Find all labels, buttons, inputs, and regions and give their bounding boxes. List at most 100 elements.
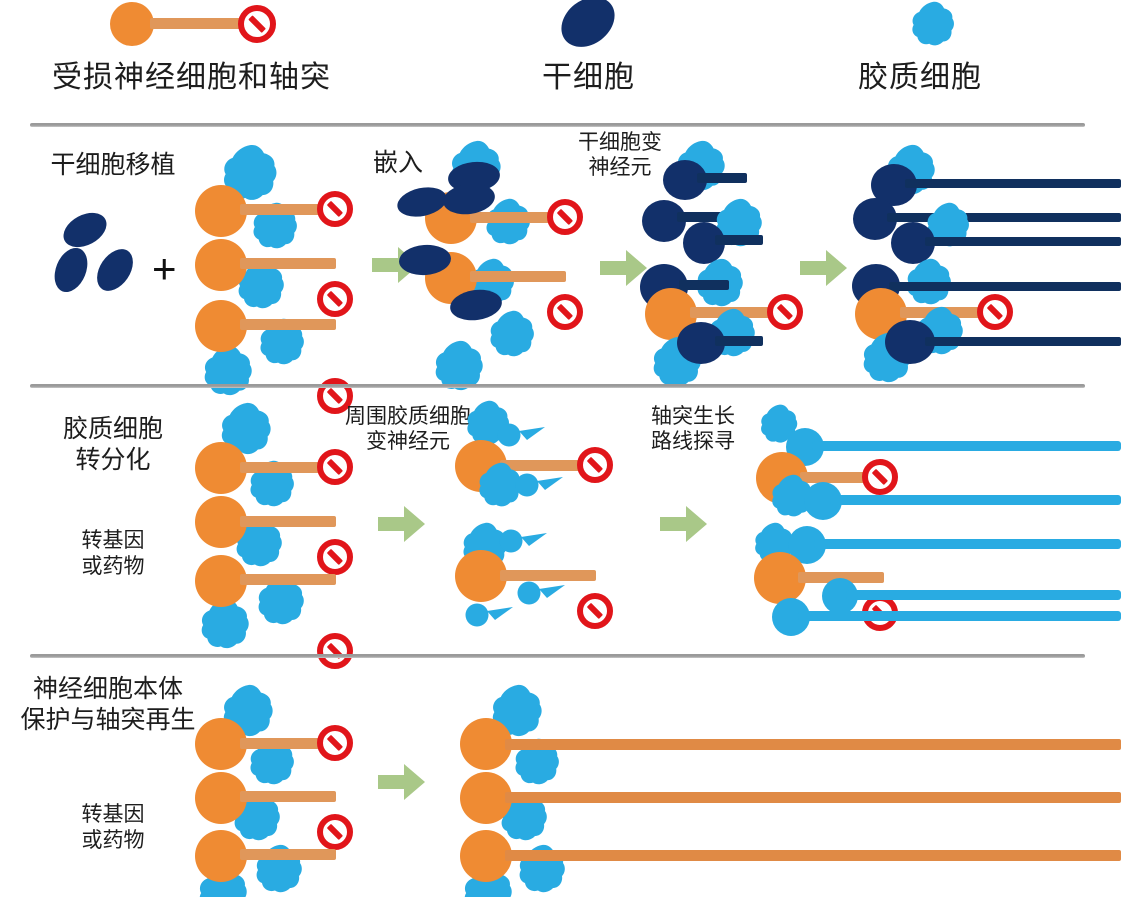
glial-cell-icon: [217, 402, 275, 456]
stem-cell-icon: [551, 0, 625, 58]
legend-label-stem-cell: 干细胞: [542, 61, 635, 94]
legend-item-damaged-neuron: 受损神经细胞和轴突: [52, 0, 380, 105]
new-neuron-axon-stub: [715, 235, 763, 245]
damaged-neuron-axon: [470, 271, 566, 282]
protected-neuron-soma: [460, 830, 512, 882]
regenerated-axon-orange: [505, 850, 1121, 861]
damaged-neuron-axon: [500, 570, 596, 581]
stage-label-stem-cells-become-neurons: 干细胞变 神经元: [578, 131, 662, 180]
new-neuron-axon-stub: [697, 173, 747, 183]
glial-cell-icon: [200, 345, 256, 397]
damaged-neuron-axon: [800, 472, 886, 483]
new-neuron-axon-stub: [679, 280, 729, 290]
damaged-neuron-axon: [240, 204, 336, 215]
legend: 受损神经细胞和轴突 干细胞 胶质细胞: [0, 0, 1121, 110]
glial-cell-icon: [431, 340, 487, 392]
stage-label-embed: 嵌入: [372, 149, 423, 177]
damaged-neuron-soma: [455, 550, 507, 602]
stage-damaged-neurons-blocked: [195, 684, 360, 897]
glial-cell-icon: [903, 258, 955, 306]
damaged-neuron-soma: [195, 830, 247, 882]
stage-axons-regrown-navy: [852, 140, 1121, 383]
protected-neuron-soma: [460, 772, 512, 824]
damaged-neuron-soma: [195, 772, 247, 824]
glial-cell-icon: [233, 518, 285, 568]
damaged-neuron-axon: [240, 849, 336, 860]
stage-damaged-neurons-with-stem-cells: [195, 140, 360, 414]
glial-cell-icon: [475, 462, 525, 508]
glial-cell-icon: [770, 474, 814, 518]
new-neuron-axon-stub: [715, 336, 763, 346]
stem-cell-icon: [89, 242, 141, 298]
stage-stem-cells-embedded: [394, 140, 590, 391]
damaged-neuron-axon: [240, 738, 336, 749]
stage-label-axon-growth-pathfinding: 轴突生长 路线探寻: [651, 405, 735, 454]
row-subtitle-transgene-or-drug: 转基因 或药物: [81, 529, 145, 579]
glial-cell-icon: [923, 202, 973, 248]
stage-damaged-neurons-with-glia: [195, 400, 360, 669]
damaged-neuron-axon: [240, 319, 336, 330]
glial-cell-icon: [487, 310, 537, 358]
damaged-neuron-axon: [240, 516, 336, 527]
glial-cell-icon: [498, 792, 550, 842]
legend-label-damaged-neuron: 受损神经细胞和轴突: [52, 61, 331, 94]
no-entry-icon: [317, 191, 353, 227]
converted-neuron-sprout: [497, 418, 553, 452]
stage-axon-growth-pathfinding: [728, 400, 1121, 640]
legend-item-glial-cell: 胶质细胞: [858, 0, 1065, 105]
stage-axons-regenerated-orange: [460, 684, 1121, 897]
glial-cell-icon: [197, 598, 253, 650]
damaged-neuron-soma: [195, 718, 247, 770]
regenerated-axon-blue: [814, 539, 1121, 549]
stem-cell-icon: [57, 205, 113, 255]
no-entry-icon: [862, 459, 898, 495]
green-right-arrow-icon: [378, 504, 426, 544]
glial-cell-icon: [247, 738, 297, 786]
no-entry-icon: [547, 294, 583, 330]
glial-cell-icon: [512, 738, 562, 786]
protected-neuron-soma: [460, 718, 512, 770]
regenerated-axon-long: [905, 179, 1121, 188]
damaged-neuron-soma: [195, 555, 247, 607]
green-right-arrow-icon: [660, 504, 708, 544]
row-title-soma-protection: 神经细胞本体 保护与轴突再生: [20, 675, 196, 734]
damaged-neuron-soma: [195, 496, 247, 548]
separator-middle-1: [30, 384, 1085, 388]
no-entry-icon: [317, 539, 353, 575]
legend-label-glial-cell: 胶质细胞: [858, 61, 982, 94]
no-entry-icon: [767, 294, 803, 330]
regenerated-axon-orange: [505, 739, 1121, 750]
row-title-glial-transdifferentiation: 胶质细胞 转分化: [62, 415, 163, 474]
row-subtitle-transgene-or-drug: 转基因 或药物: [81, 803, 145, 853]
row-title-stem-cell-transplantation: 干细胞移植: [50, 151, 176, 179]
glial-cell-icon: [488, 684, 546, 738]
separator-middle-2: [30, 654, 1085, 658]
stem-cell-icon: [48, 243, 94, 297]
green-right-arrow-icon: [800, 248, 848, 288]
converted-neuron-sprout: [465, 598, 521, 632]
green-right-arrow-icon: [378, 762, 426, 802]
no-entry-icon: [317, 281, 353, 317]
regenerated-axon-long: [925, 337, 1121, 346]
no-entry-icon: [577, 447, 613, 483]
no-entry-icon: [547, 199, 583, 235]
row-stem-cell-transplantation: 干细胞移植 +: [0, 130, 1121, 414]
converted-neuron-sprout: [517, 576, 573, 610]
damaged-neuron-axon: [240, 462, 336, 473]
converted-neuron-sprout: [515, 468, 571, 502]
damaged-neuron-axon-icon: [150, 18, 252, 29]
new-neuron-axon-stub: [677, 212, 722, 222]
no-entry-icon: [577, 593, 613, 629]
damaged-neuron-soma: [195, 239, 247, 291]
no-entry-icon: [317, 814, 353, 850]
plus-icon: +: [152, 245, 177, 292]
no-entry-icon: [317, 725, 353, 761]
regenerated-axon-blue: [846, 590, 1121, 600]
regenerated-axon-blue: [812, 441, 1121, 451]
green-right-arrow-icon: [600, 248, 648, 288]
stage-label-glia-become-neurons: 周围胶质细胞 变神经元: [345, 405, 471, 454]
glial-cell-icon: [758, 404, 800, 444]
damaged-neuron-axon: [240, 574, 336, 585]
regenerated-axon-long: [889, 282, 1121, 291]
